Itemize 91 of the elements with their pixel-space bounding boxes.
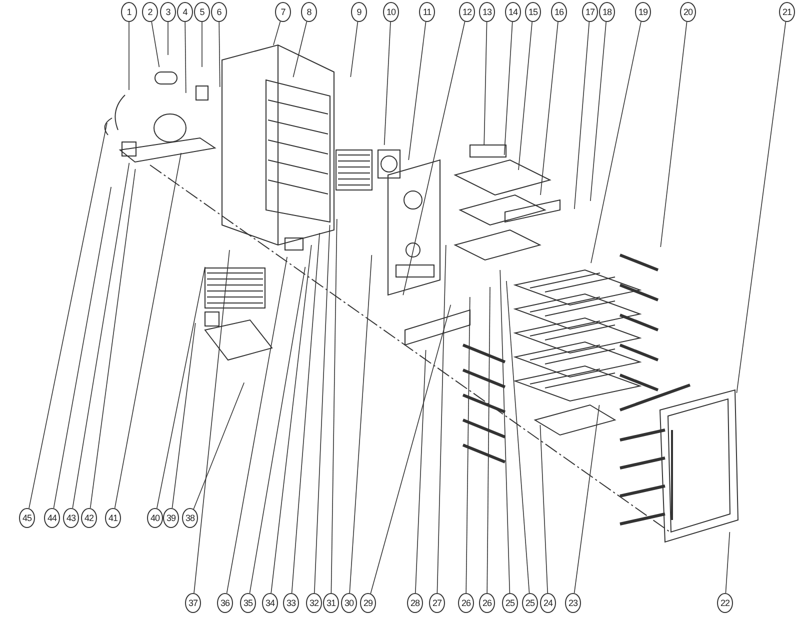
leader-line <box>330 218 338 594</box>
leader-line <box>53 186 112 509</box>
callout-number: 12 <box>459 2 475 22</box>
callout-number: 2 <box>142 2 158 22</box>
leader-line <box>370 304 452 594</box>
leader-line <box>28 122 108 509</box>
callout-number: 20 <box>680 2 696 22</box>
callout-number: 1 <box>121 2 137 22</box>
callout-number: 29 <box>360 593 376 613</box>
callout-number: 7 <box>275 2 291 22</box>
callout-number: 4 <box>177 2 193 22</box>
leader-line <box>273 21 281 46</box>
callout-number: 41 <box>105 508 121 528</box>
callout-number: 14 <box>505 2 521 22</box>
leader-line <box>518 22 532 170</box>
leader-line <box>292 21 308 78</box>
leader-line <box>466 296 470 594</box>
callout-number: 16 <box>551 2 567 22</box>
leader-line <box>226 256 288 594</box>
callout-number: 42 <box>81 508 97 528</box>
leader-line <box>291 232 320 594</box>
leader-line <box>270 244 312 594</box>
leader-line <box>590 21 642 264</box>
leader-line <box>436 244 446 594</box>
leader-line <box>249 266 306 594</box>
leader-line <box>350 22 358 78</box>
callout-number: 27 <box>429 593 445 613</box>
leader-line <box>574 22 590 210</box>
leader-line <box>504 22 513 156</box>
callout-number: 31 <box>323 593 339 613</box>
leader-line <box>172 322 196 508</box>
callout-number: 17 <box>582 2 598 22</box>
leader-line <box>486 286 490 594</box>
leader-line <box>156 266 206 509</box>
leader-line <box>574 404 600 594</box>
leader-line <box>540 424 548 594</box>
leader-line <box>184 22 186 94</box>
callout-number: 45 <box>19 508 35 528</box>
callout-number: 30 <box>341 593 357 613</box>
leader-line <box>402 21 466 296</box>
leader-line <box>151 21 160 68</box>
leader-line <box>484 22 488 146</box>
leader-line <box>660 22 688 248</box>
callout-number: 28 <box>407 593 423 613</box>
leader-line <box>384 22 391 146</box>
callout-number: 10 <box>383 2 399 22</box>
callout-number: 15 <box>525 2 541 22</box>
callout-number: 40 <box>147 508 163 528</box>
callout-number: 44 <box>44 508 60 528</box>
callout-number: 24 <box>540 593 556 613</box>
callout-number: 35 <box>240 593 256 613</box>
callout-number: 37 <box>185 593 201 613</box>
leader-line <box>590 22 606 202</box>
leader-line <box>114 152 182 509</box>
callout-number: 13 <box>479 2 495 22</box>
callout-number: 25 <box>522 593 538 613</box>
leader-line <box>506 280 530 594</box>
leader-line <box>193 382 244 510</box>
callout-number: 11 <box>419 2 435 22</box>
leader-line <box>349 254 372 594</box>
callout-number: 23 <box>565 593 581 613</box>
leader-line <box>314 224 330 594</box>
leader-line <box>218 22 220 88</box>
leader-line <box>72 162 130 509</box>
callout-number: 26 <box>458 593 474 613</box>
callout-number: 36 <box>217 593 233 613</box>
callout-number: 26 <box>479 593 495 613</box>
leader-line <box>540 22 558 196</box>
leader-line <box>415 350 426 594</box>
callout-number: 6 <box>211 2 227 22</box>
callout-number: 9 <box>351 2 367 22</box>
leader-line <box>408 22 426 160</box>
leader-line <box>90 168 136 508</box>
callout-number: 34 <box>262 593 278 613</box>
callout-number: 43 <box>63 508 79 528</box>
callout-number: 25 <box>502 593 518 613</box>
callout-number: 19 <box>635 2 651 22</box>
callout-number: 8 <box>301 2 317 22</box>
callout-number: 38 <box>182 508 198 528</box>
leader-line <box>194 250 230 594</box>
callout-number: 33 <box>283 593 299 613</box>
callout-number: 32 <box>306 593 322 613</box>
callout-number: 18 <box>599 2 615 22</box>
callout-number: 21 <box>779 2 795 22</box>
callout-number: 39 <box>163 508 179 528</box>
callout-number: 5 <box>194 2 210 22</box>
callout-number: 22 <box>717 593 733 613</box>
callout-number: 3 <box>160 2 176 22</box>
leader-line <box>128 22 130 90</box>
leader-line <box>725 532 730 594</box>
leader-line <box>500 270 510 594</box>
